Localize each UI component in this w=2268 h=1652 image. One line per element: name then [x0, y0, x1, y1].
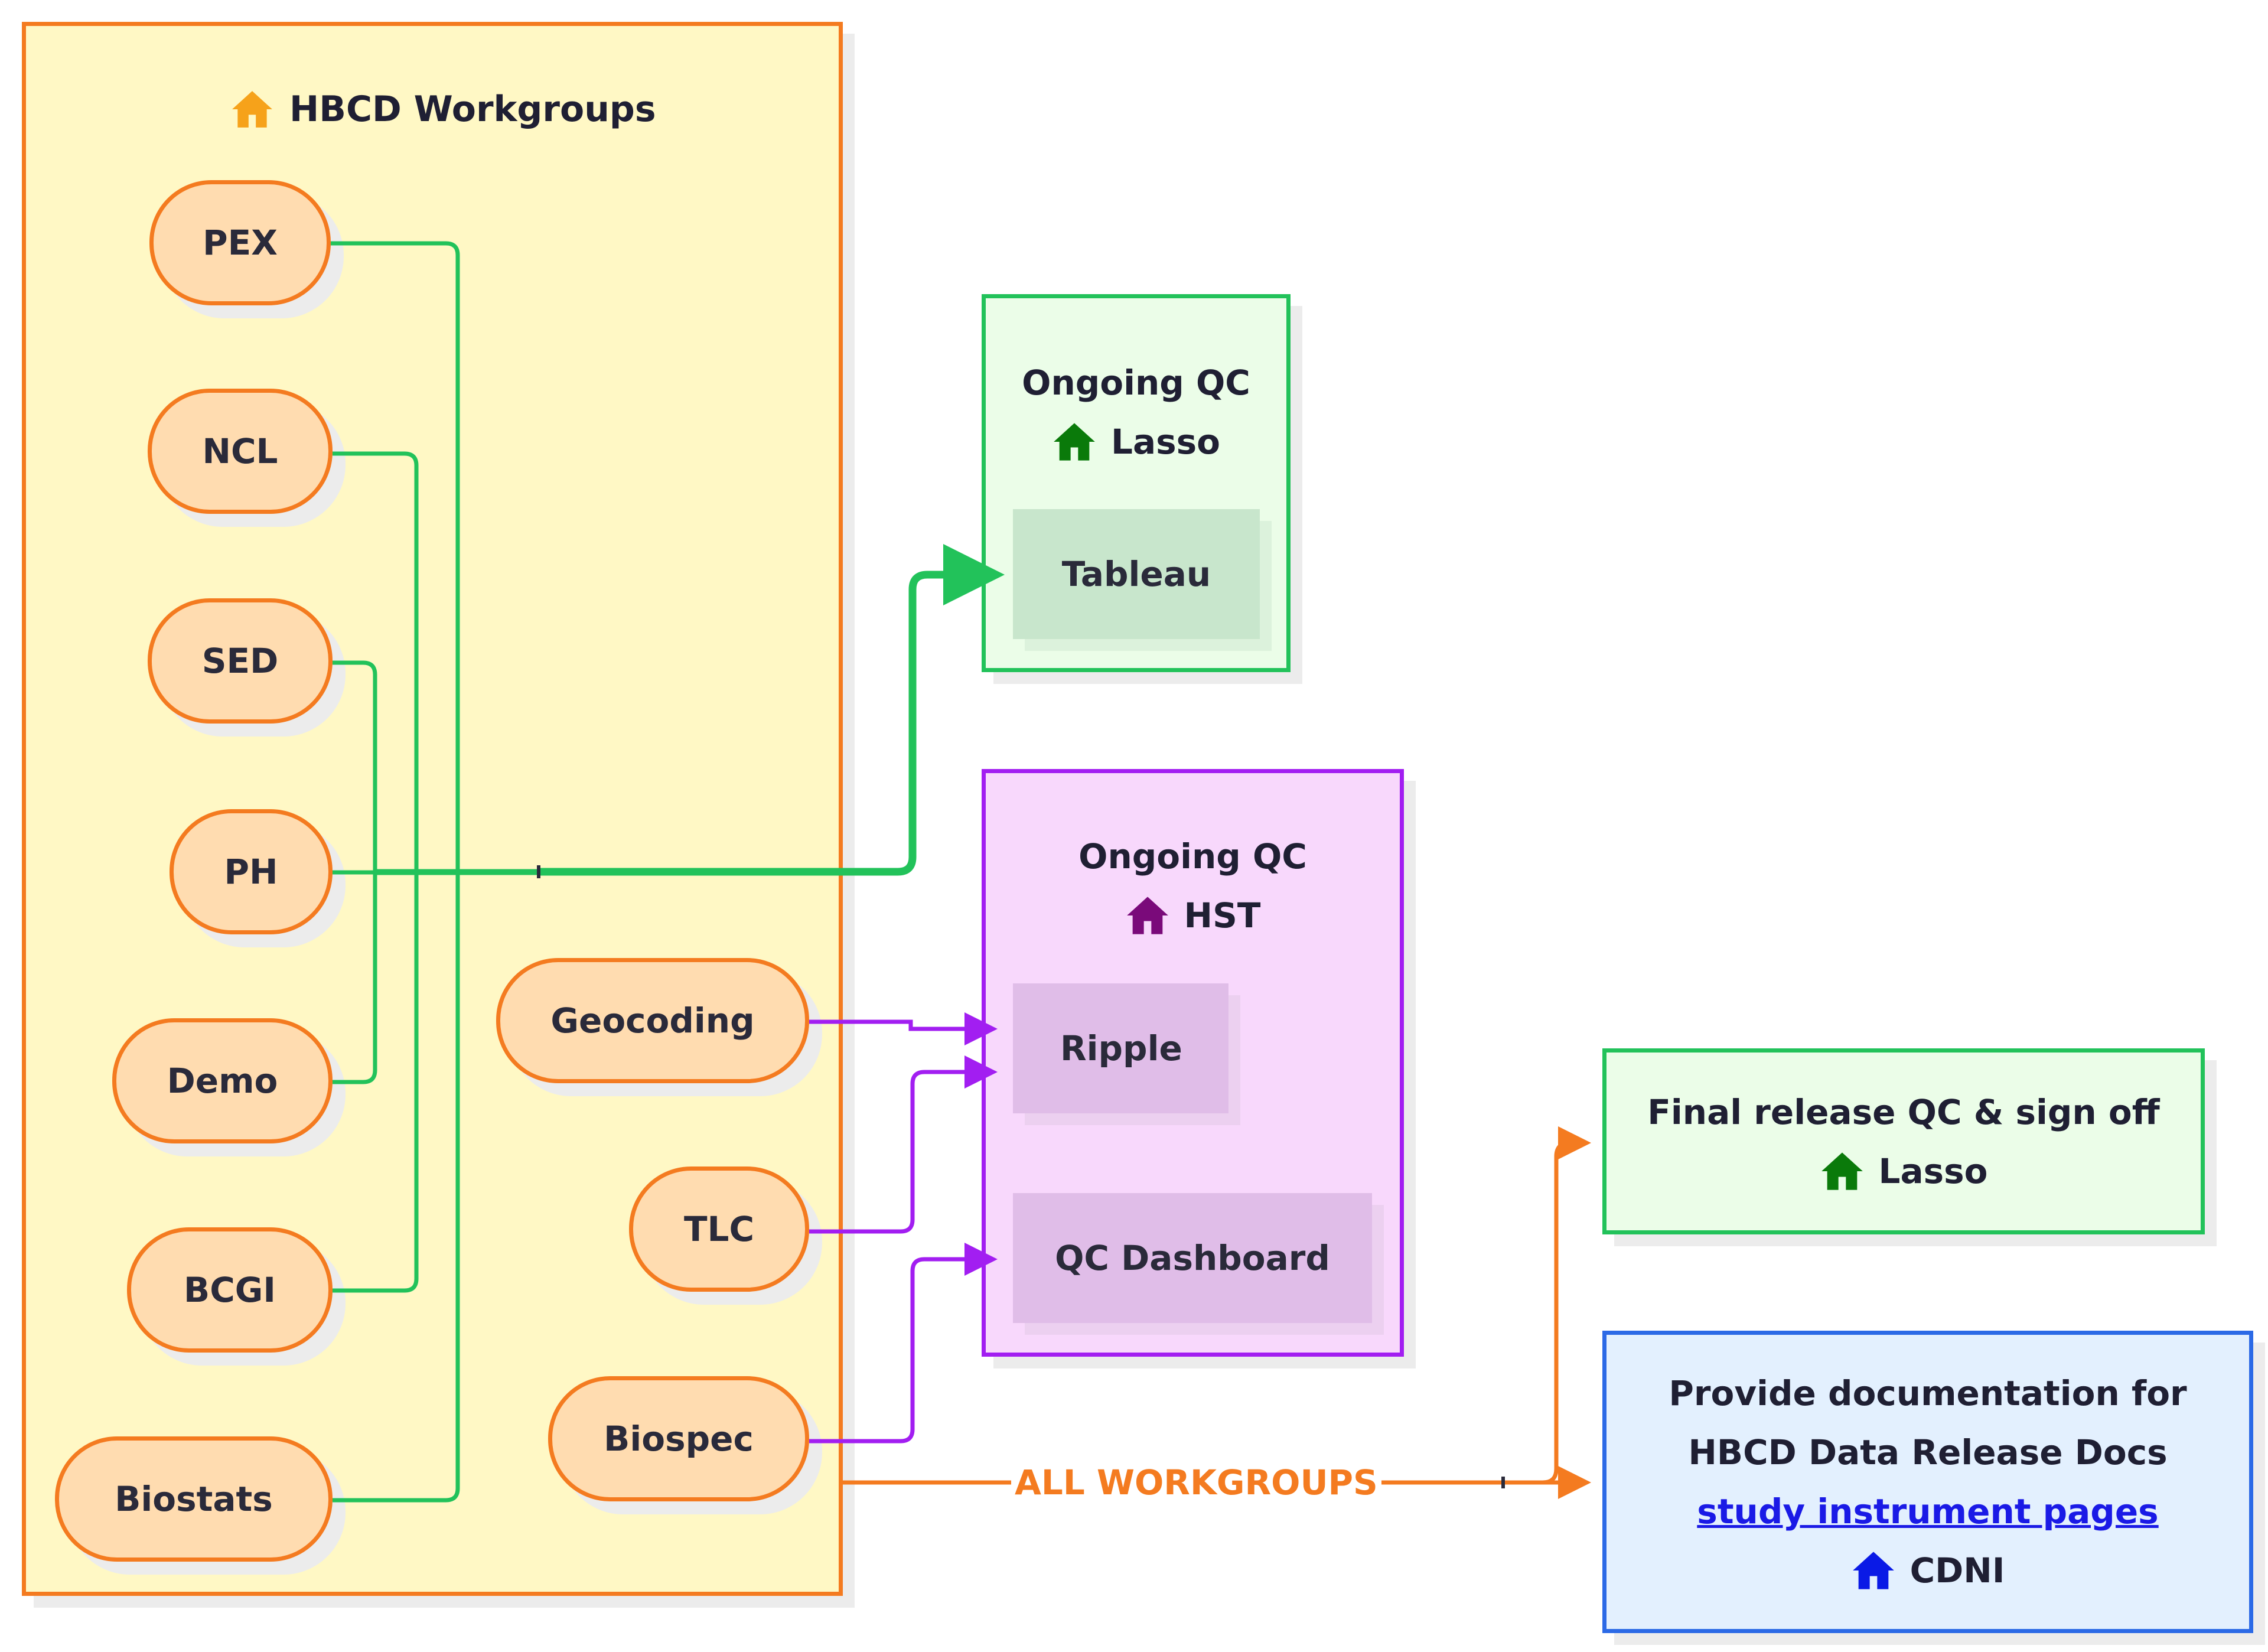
edge-tlc-to-ripple — [809, 1055, 998, 1234]
workgroup-demo[interactable]: Demo — [112, 1018, 333, 1143]
workgroups-title-text: HBCD Workgroups — [289, 89, 656, 130]
edge-ncl — [333, 451, 539, 874]
lasso-qc-owner: Lasso — [1111, 422, 1220, 462]
edge-pex — [331, 241, 539, 874]
tool-tableau[interactable]: Tableau — [1013, 509, 1260, 639]
home-icon — [1054, 423, 1095, 461]
lasso-ongoing-qc-label: Ongoing QC Lasso — [986, 353, 1286, 471]
hst-qc-title: Ongoing QC — [1078, 836, 1307, 876]
edge-bcgi — [333, 871, 539, 1293]
cdni-line-2: HBCD Data Release Docs — [1688, 1432, 2168, 1472]
workgroup-tlc[interactable]: TLC — [629, 1166, 809, 1292]
home-icon — [1852, 1552, 1894, 1589]
edge-biospec-to-qc-dashboard — [809, 1243, 998, 1444]
cdni-docs-label: Provide documentation for HBCD Data Rele… — [1606, 1335, 2249, 1629]
edge-all-to-final — [1503, 1126, 1591, 1485]
workgroup-ph[interactable]: PH — [170, 809, 333, 934]
edge-demo — [333, 871, 539, 1084]
lasso-qc-title: Ongoing QC — [1022, 363, 1250, 403]
home-icon — [232, 91, 272, 128]
home-icon — [1126, 897, 1168, 934]
cdni-line-1: Provide documentation for — [1669, 1373, 2187, 1413]
workgroup-sed[interactable]: SED — [148, 598, 333, 724]
final-release-owner: Lasso — [1878, 1151, 1988, 1191]
cdni-docs-box — [1602, 1331, 2253, 1633]
edge-biostats — [333, 871, 539, 1503]
edge-workgroups-to-tableau — [539, 544, 1005, 876]
tool-qc-dashboard[interactable]: QC Dashboard — [1013, 1193, 1372, 1323]
home-icon — [1821, 1152, 1863, 1190]
workgroups-title: HBCD Workgroups — [230, 86, 656, 133]
workgroup-pex[interactable]: PEX — [149, 180, 331, 305]
workgroup-geocoding[interactable]: Geocoding — [496, 958, 809, 1083]
study-instrument-pages-link[interactable]: study instrument pages — [1697, 1491, 2159, 1532]
workgroup-bcgi[interactable]: BCGI — [127, 1227, 333, 1353]
edge-sed — [333, 660, 539, 874]
hst-ongoing-qc-label: Ongoing QC HST — [986, 827, 1400, 945]
hst-qc-owner: HST — [1184, 895, 1261, 936]
edge-geocoding-to-ripple — [809, 1012, 998, 1045]
edge-label-all-workgroups: ALL WORKGROUPS — [1011, 1459, 1381, 1506]
final-release-box — [1602, 1048, 2205, 1234]
workgroup-biospec[interactable]: Biospec — [548, 1376, 809, 1501]
cdni-owner: CDNI — [1909, 1550, 2005, 1591]
final-release-title: Final release QC & sign off — [1647, 1091, 2160, 1132]
final-release-label: Final release QC & sign off Lasso — [1606, 1053, 2201, 1230]
workgroup-ncl[interactable]: NCL — [148, 389, 333, 514]
workgroup-biostats[interactable]: Biostats — [55, 1436, 333, 1562]
tool-ripple[interactable]: Ripple — [1013, 983, 1228, 1113]
